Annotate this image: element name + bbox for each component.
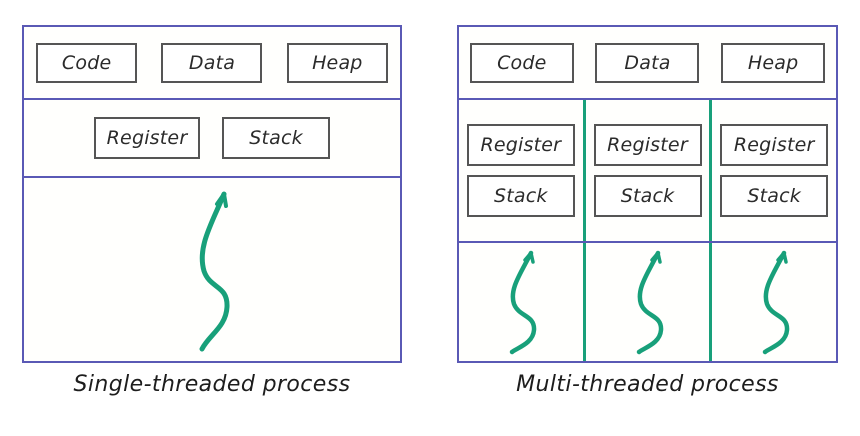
memory-box-label: Code bbox=[497, 51, 547, 74]
memory-box-code: Code bbox=[469, 42, 574, 83]
memory-box-data: Data bbox=[161, 42, 263, 83]
memory-box-code: Code bbox=[36, 42, 138, 83]
thread-squiggle-icon bbox=[762, 250, 790, 355]
thread-execution-column-2 bbox=[582, 243, 710, 361]
thread-squiggle-container bbox=[459, 243, 583, 361]
thread-execution-band bbox=[459, 243, 836, 361]
thread-column-1: Register Stack bbox=[459, 100, 583, 241]
thread-squiggle-container bbox=[24, 178, 400, 361]
thread-context-stack: Register Stack bbox=[586, 100, 710, 241]
stack-label: Stack bbox=[620, 185, 675, 207]
thread-squiggle-icon bbox=[509, 250, 537, 355]
thread-squiggle-icon bbox=[636, 250, 663, 355]
memory-box-label: Heap bbox=[747, 51, 799, 74]
register-box: Register bbox=[593, 124, 702, 166]
thread-squiggle-container bbox=[712, 243, 836, 361]
memory-box-heap: Heap bbox=[721, 42, 826, 83]
thread-context-stack: Register Stack bbox=[712, 100, 836, 241]
register-box: Register bbox=[720, 124, 829, 166]
memory-segment-band: Code Data Heap bbox=[459, 27, 836, 100]
memory-box-label: Code bbox=[61, 51, 112, 74]
stack-box: Stack bbox=[593, 175, 702, 217]
register-box: Register bbox=[94, 117, 200, 159]
stack-box: Stack bbox=[222, 117, 330, 159]
thread-squiggle-icon bbox=[199, 191, 230, 351]
memory-segment-row: Code Data Heap bbox=[24, 42, 400, 83]
thread-context-band: Register Stack bbox=[24, 100, 400, 178]
single-threaded-process-frame: Code Data Heap Register Stack bbox=[22, 25, 402, 363]
thread-column-3: Register Stack bbox=[709, 100, 836, 241]
memory-box-heap: Heap bbox=[286, 42, 388, 83]
memory-segment-row: Code Data Heap bbox=[459, 42, 836, 83]
thread-column-2: Register Stack bbox=[582, 100, 710, 241]
stack-label: Stack bbox=[494, 185, 548, 207]
memory-box-label: Data bbox=[188, 51, 236, 74]
thread-context-columns: Register Stack Register Stack bbox=[459, 100, 836, 241]
stack-label: Stack bbox=[249, 127, 303, 149]
thread-execution-band bbox=[24, 178, 400, 361]
stack-box: Stack bbox=[720, 175, 829, 217]
memory-segment-band: Code Data Heap bbox=[24, 27, 400, 100]
thread-execution-column-1 bbox=[459, 243, 583, 361]
memory-box-label: Heap bbox=[312, 51, 363, 74]
multi-threaded-caption: Multi-threaded process bbox=[516, 372, 779, 397]
thread-context-row: Register Stack bbox=[24, 117, 400, 159]
thread-context-band: Register Stack Register Stack bbox=[459, 100, 836, 243]
stack-box: Stack bbox=[466, 175, 575, 217]
register-label: Register bbox=[106, 127, 188, 149]
register-label: Register bbox=[480, 134, 562, 156]
memory-box-data: Data bbox=[595, 42, 700, 83]
multi-threaded-process-frame: Code Data Heap Register bbox=[457, 25, 838, 363]
register-label: Register bbox=[607, 134, 688, 156]
thread-squiggle-container bbox=[586, 243, 710, 361]
memory-box-label: Data bbox=[624, 51, 671, 74]
register-label: Register bbox=[733, 134, 815, 156]
thread-execution-columns bbox=[459, 243, 836, 361]
thread-context-stack: Register Stack bbox=[459, 100, 583, 241]
single-threaded-caption: Single-threaded process bbox=[73, 372, 351, 397]
thread-execution-column-3 bbox=[709, 243, 836, 361]
register-box: Register bbox=[466, 124, 575, 166]
stack-label: Stack bbox=[747, 185, 801, 207]
